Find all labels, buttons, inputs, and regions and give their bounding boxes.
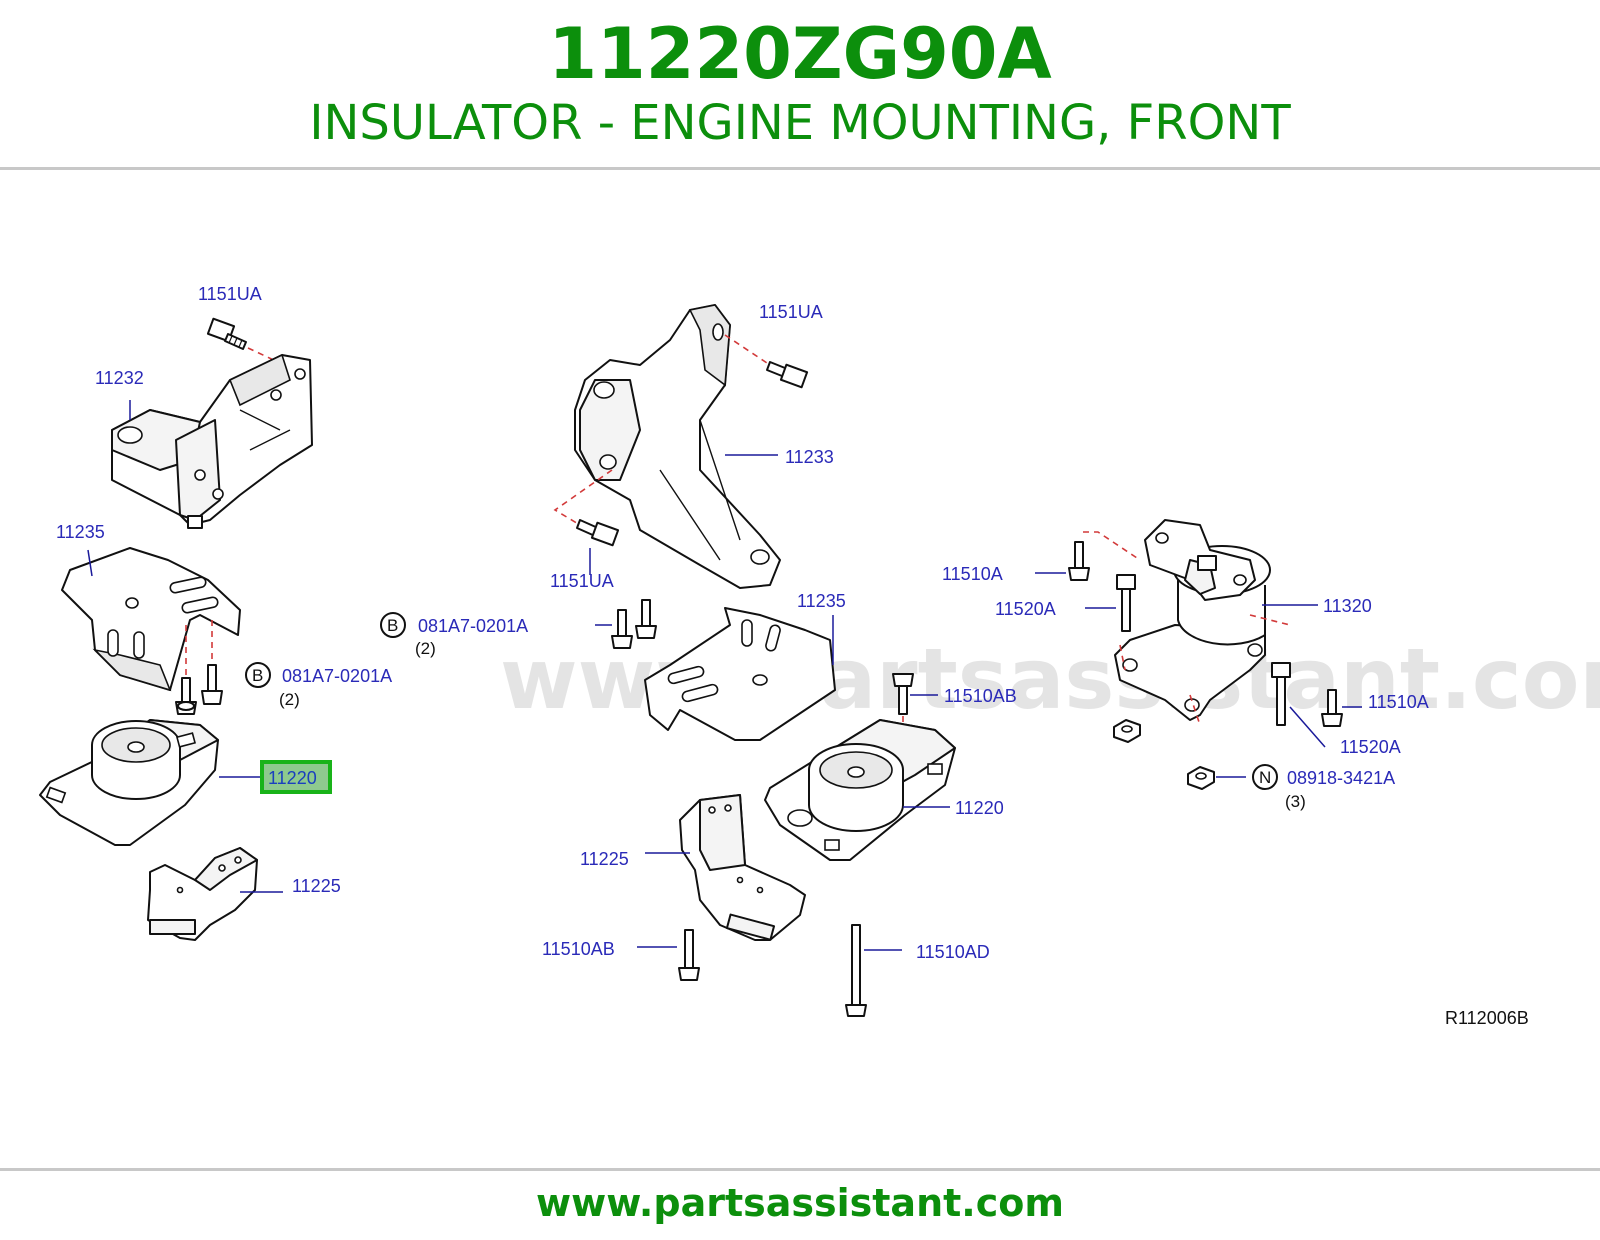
bolt-11520a-right <box>1271 662 1291 726</box>
label-11510ab-lower[interactable]: 11510AB <box>542 939 615 959</box>
qty-08918: (3) <box>1285 792 1306 811</box>
bolt-081a7-left-a <box>175 677 197 715</box>
bolt-11510ad <box>845 924 867 1017</box>
callout-letter-b-center: B <box>387 616 398 635</box>
bolt-1151ua-left <box>206 317 247 350</box>
bracket-11225-left <box>147 847 258 941</box>
label-11510ab-upper[interactable]: 11510AB <box>944 686 1017 706</box>
callout-circle-n <box>1252 764 1278 790</box>
callout-circle-b-left <box>245 662 271 688</box>
engine-mount-11320 <box>1114 519 1271 721</box>
label-11225-left[interactable]: 11225 <box>292 876 341 896</box>
footer-website-url[interactable]: www.partsassistant.com <box>536 1181 1064 1225</box>
label-11220-center[interactable]: 11220 <box>955 798 1004 818</box>
nut-08918 <box>1187 766 1215 790</box>
bolt-081a7-left-b <box>201 664 223 705</box>
label-081a7-center[interactable]: 081A7-0201A <box>418 616 528 636</box>
label-11232[interactable]: 11232 <box>95 368 144 388</box>
qty-081a7-left: (2) <box>279 690 300 709</box>
bolt-11510a-right <box>1321 689 1343 727</box>
bolt-081a7-center-a <box>611 609 633 649</box>
qty-081a7-center: (2) <box>415 639 436 658</box>
bolt-1151ua-upper-center <box>766 361 809 389</box>
bolt-11520a-left <box>1116 574 1136 632</box>
bolt-11510ab-lower <box>678 929 700 981</box>
bolt-1151ua-lower-center <box>576 519 620 547</box>
bolt-11510a-upper <box>1068 541 1090 581</box>
label-11233[interactable]: 11233 <box>785 447 834 467</box>
header-divider <box>0 167 1600 170</box>
heat-shield-11235-left <box>61 547 241 692</box>
part-description: INSULATOR - ENGINE MOUNTING, FRONT <box>309 95 1291 151</box>
label-11320[interactable]: 11320 <box>1323 596 1372 616</box>
diagram-reference-code: R112006B <box>1445 1008 1529 1028</box>
label-11510a-upper[interactable]: 11510A <box>942 564 1003 584</box>
label-11510ad[interactable]: 11510AD <box>916 942 990 962</box>
label-11235-center[interactable]: 11235 <box>797 591 846 611</box>
label-08918-3421a[interactable]: 08918-3421A <box>1287 768 1395 788</box>
callout-letter-b-left: B <box>252 666 263 685</box>
label-1151ua-left[interactable]: 1151UA <box>198 284 262 304</box>
highlight-box-11220 <box>260 760 332 794</box>
label-11520a-right[interactable]: 11520A <box>1340 737 1401 757</box>
part-number-title: 11220ZG90A <box>548 13 1052 95</box>
heat-shield-11235-center <box>644 607 836 741</box>
label-081a7-left[interactable]: 081A7-0201A <box>282 666 392 686</box>
footer-divider <box>0 1168 1600 1171</box>
label-11510a-right[interactable]: 11510A <box>1368 692 1429 712</box>
label-11520a-left[interactable]: 11520A <box>995 599 1056 619</box>
bolt-081a7-center-b <box>635 599 657 639</box>
bolt-11510ab-upper <box>892 673 914 715</box>
label-11235-left[interactable]: 11235 <box>56 522 105 542</box>
label-1151ua-upper-center[interactable]: 1151UA <box>759 302 823 322</box>
label-11220-highlighted[interactable]: 11220 <box>268 768 317 788</box>
bracket-11232 <box>111 353 313 529</box>
callout-letter-n: N <box>1259 768 1271 787</box>
bracket-11233 <box>574 304 781 589</box>
parts-diagram: www.partsassistant.com 1151UA 11232 1123… <box>39 284 1600 1028</box>
label-1151ua-lower-center[interactable]: 1151UA <box>550 571 614 591</box>
insulator-11220-left <box>39 719 219 846</box>
insulator-11220-center <box>764 719 956 861</box>
callout-circle-b-center <box>380 612 406 638</box>
label-11225-center[interactable]: 11225 <box>580 849 629 869</box>
bracket-11225-center <box>679 794 806 941</box>
nut-small-upper <box>1113 719 1141 743</box>
